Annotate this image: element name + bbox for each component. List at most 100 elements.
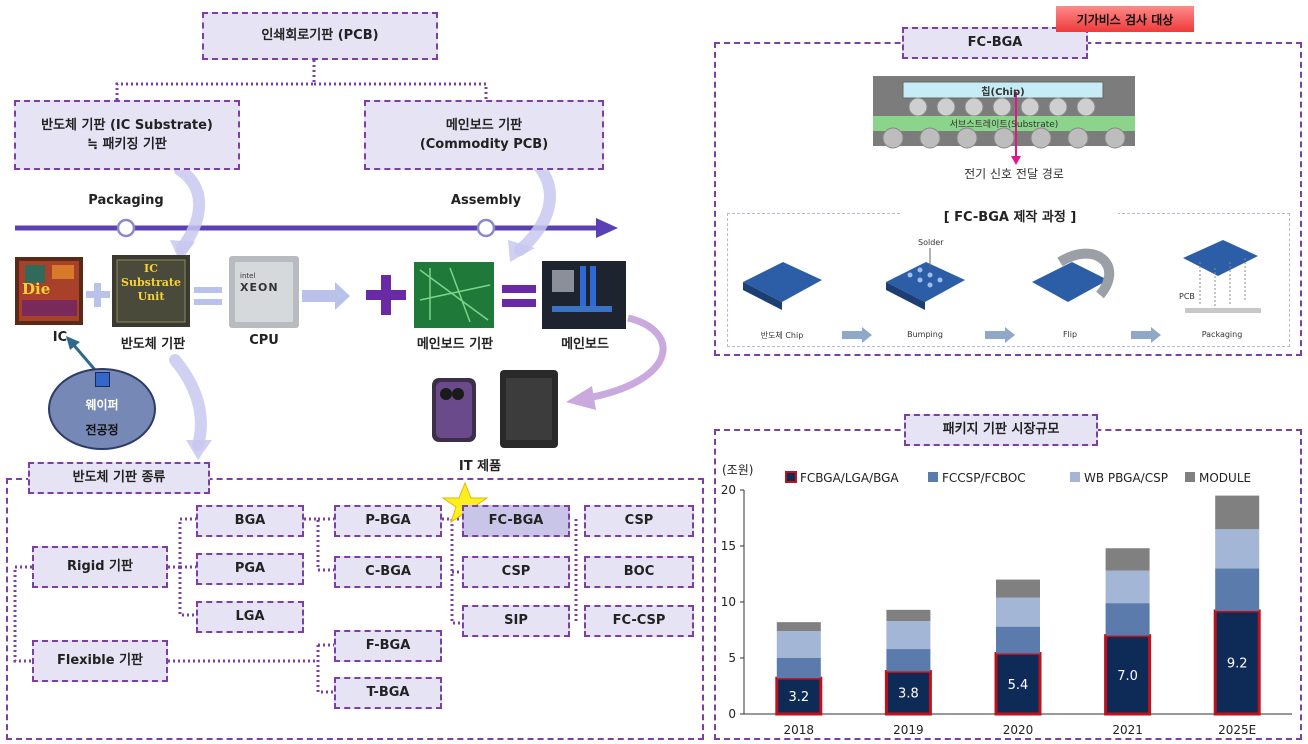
cpu-to-mainboard-arrow bbox=[302, 282, 350, 310]
bar-2 bbox=[996, 626, 1040, 654]
market-size-chart: 051015203.220183.820195.420207.020219.22… bbox=[721, 471, 1292, 737]
label-ic: IC bbox=[52, 330, 68, 345]
step-chip: 반도체 Chip bbox=[760, 331, 804, 340]
bar-4 bbox=[886, 609, 931, 622]
bar-3 bbox=[1215, 529, 1260, 569]
legend-label: FCBGA/LGA/BGA bbox=[800, 471, 899, 485]
step-bumping: Bumping bbox=[907, 330, 943, 339]
types-frame bbox=[6, 478, 704, 740]
pcb-title: 인쇄회로기판 (PCB) bbox=[261, 28, 379, 44]
process-title: [ FC-BGA 제작 과정 ] bbox=[902, 206, 1118, 225]
assembly-label: Assembly bbox=[450, 193, 522, 208]
chart-frame bbox=[714, 429, 1302, 740]
y-tick-label: 10 bbox=[721, 595, 736, 609]
bar-data-label: 3.8 bbox=[898, 687, 919, 702]
legend-swatch bbox=[1070, 472, 1080, 482]
legend-label: WB PBGA/CSP bbox=[1084, 471, 1168, 485]
wafer-die-icon bbox=[95, 372, 110, 387]
bar-1 bbox=[1213, 609, 1261, 716]
substrate-unit-text: IC Substrate Unit bbox=[121, 262, 181, 303]
bar-2 bbox=[776, 658, 821, 679]
bar-3 bbox=[776, 631, 821, 658]
wafer-line2: 전공정 bbox=[85, 423, 119, 437]
types-title-box: 반도체 기판 종류 bbox=[28, 462, 210, 494]
types-title: 반도체 기판 종류 bbox=[72, 470, 166, 486]
bar-4 bbox=[1105, 548, 1150, 571]
ic-substrate-line1: 반도체 기판 (IC Substrate) bbox=[41, 117, 213, 133]
substrate-unit-image bbox=[112, 255, 190, 327]
bar-4 bbox=[996, 579, 1040, 598]
bar-4 bbox=[1215, 495, 1260, 530]
y-tick-label: 0 bbox=[728, 707, 736, 721]
fcbga-title-box: FC-BGA bbox=[902, 27, 1088, 59]
mainboard-substrate-box: 메인보드 기판 (Commodity PCB) bbox=[364, 100, 604, 170]
mainboard-sub-line2: (Commodity PCB) bbox=[419, 137, 549, 152]
y-tick-label: 5 bbox=[728, 651, 736, 665]
x-tick-label: 2021 bbox=[1112, 723, 1143, 737]
x-tick-label: 2025E bbox=[1218, 723, 1256, 737]
chip-label: 칩(Chip) bbox=[981, 87, 1025, 98]
type-boc: BOC bbox=[584, 556, 694, 588]
legend-swatch bbox=[1185, 472, 1195, 482]
process-frame bbox=[727, 213, 1290, 347]
mainboard-image bbox=[542, 261, 626, 329]
bar-3 bbox=[996, 597, 1040, 627]
plus-icon bbox=[86, 283, 110, 307]
process-images bbox=[743, 240, 1261, 343]
pcb-title-box: 인쇄회로기판 (PCB) bbox=[202, 12, 438, 60]
type-fc-csp: FC-CSP bbox=[584, 605, 694, 637]
wafer-line1: 웨이퍼 bbox=[85, 398, 119, 412]
x-tick-label: 2020 bbox=[1003, 723, 1034, 737]
bar-data-label: 7.0 bbox=[1117, 669, 1138, 684]
bar-2 bbox=[1215, 568, 1260, 611]
label-it-products: IT 제품 bbox=[458, 459, 502, 474]
ic-substrate-line2: ≒ 패키징 기판 bbox=[87, 137, 167, 152]
type-csp-2: CSP bbox=[584, 505, 694, 537]
bar-2 bbox=[1105, 603, 1150, 636]
type-t-bga: T-BGA bbox=[334, 677, 442, 709]
bar-3 bbox=[1105, 570, 1150, 604]
type-csp: CSP bbox=[462, 556, 570, 588]
phone-image bbox=[432, 378, 476, 442]
legend-swatch bbox=[928, 472, 938, 482]
die-image bbox=[15, 257, 83, 325]
mainboard-sub-line1: 메인보드 기판 bbox=[445, 117, 523, 133]
die-text: Die bbox=[22, 280, 51, 298]
bar-4 bbox=[776, 622, 821, 632]
rigid-box: Rigid 기판 bbox=[32, 546, 168, 588]
x-tick-label: 2019 bbox=[893, 723, 924, 737]
signal-path-label: 전기 신호 전달 경로 bbox=[964, 167, 1064, 181]
type-p-bga: P-BGA bbox=[334, 505, 442, 537]
equals-icon bbox=[194, 287, 222, 305]
type-pga: PGA bbox=[196, 553, 304, 585]
purple-plus-icon bbox=[366, 275, 406, 315]
label-mainboard: 메인보드 bbox=[561, 337, 609, 352]
label-mainboard-substrate: 메인보드 기판 bbox=[416, 337, 494, 352]
type-f-bga: F-BGA bbox=[334, 630, 442, 662]
cpu-model: XEON bbox=[240, 281, 279, 294]
legend-label: FCCSP/FCBOC bbox=[942, 471, 1026, 485]
step-packaging: Packaging bbox=[1201, 330, 1243, 339]
y-tick-label: 15 bbox=[721, 539, 736, 553]
timeline-arrow bbox=[15, 218, 618, 238]
bar-data-label: 9.2 bbox=[1227, 656, 1248, 671]
bar-2 bbox=[886, 649, 931, 672]
legend-label: MODULE bbox=[1199, 471, 1251, 485]
chart-title-box: 패키지 기판 시장규모 bbox=[904, 414, 1098, 446]
fcbga-cross-section bbox=[873, 76, 1135, 165]
ic-substrate-box: 반도체 기판 (IC Substrate) ≒ 패키징 기판 bbox=[14, 100, 240, 170]
flexible-box: Flexible 기판 bbox=[32, 640, 168, 682]
mainboard-to-it-arrow bbox=[587, 314, 667, 402]
desktop-tower-image bbox=[500, 370, 558, 448]
type-connectors bbox=[13, 517, 578, 694]
pcb-label: PCB bbox=[1179, 292, 1195, 301]
type-bga: BGA bbox=[196, 505, 304, 537]
cpu-image bbox=[229, 256, 299, 328]
cpu-brand: intel bbox=[240, 272, 256, 280]
curved-arrow-heads bbox=[170, 240, 535, 460]
type-sip: SIP bbox=[462, 605, 570, 637]
bar-1 bbox=[884, 669, 932, 716]
type-fc-bga: FC-BGA bbox=[462, 505, 570, 537]
mainboard-substrate-image bbox=[414, 262, 494, 328]
